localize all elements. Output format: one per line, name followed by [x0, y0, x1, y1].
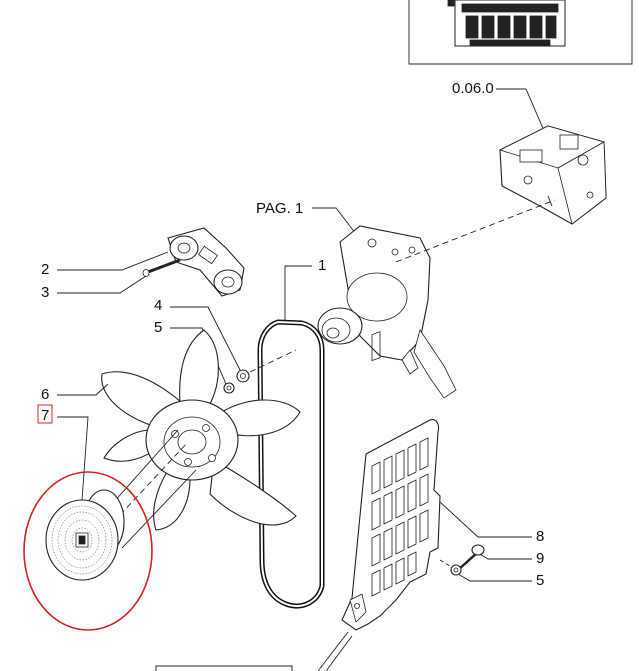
callout-label-6: 6 — [41, 386, 49, 403]
callout-9[interactable]: 9 — [479, 550, 544, 567]
callout-label-3: 3 — [41, 284, 49, 301]
callout-6[interactable]: 6 — [41, 383, 109, 403]
viscous-fan-coupling — [45, 429, 197, 581]
belt-tensioner — [167, 227, 245, 297]
callout-8[interactable]: 8 — [439, 501, 544, 545]
engine-reference-inset[interactable] — [408, 0, 633, 65]
callout-label-pag-1: PAG. 1 — [256, 200, 303, 217]
radiator-grille — [341, 331, 441, 631]
fan-bolts — [223, 349, 297, 394]
callout-3[interactable]: 3 — [41, 275, 147, 301]
grille-bolts — [439, 544, 485, 576]
cooling-fan — [101, 329, 301, 531]
callout-2[interactable]: 2 — [41, 251, 169, 278]
bottom-reference-frame[interactable] — [155, 631, 353, 671]
callout-label-5-upper: 5 — [154, 319, 162, 336]
callout-1[interactable]: 1 — [284, 257, 326, 320]
drive-belt — [257, 319, 325, 609]
callout-label-2: 2 — [41, 261, 49, 278]
callout-label-0-06-0: 0.06.0 — [452, 80, 494, 97]
grille-slots — [371, 437, 429, 597]
callout-label-5-lower: 5 — [536, 572, 544, 589]
callout-5-lower[interactable]: 5 — [457, 572, 544, 589]
callout-label-8: 8 — [536, 528, 544, 545]
callout-0-06-0[interactable]: 0.06.0 — [452, 80, 549, 141]
callout-label-9: 9 — [536, 550, 544, 567]
callout-4[interactable]: 4 — [154, 297, 241, 371]
injection-pump — [498, 125, 607, 225]
callout-7-box — [37, 404, 53, 424]
callout-label-1: 1 — [318, 257, 326, 274]
callout-pag-1[interactable]: PAG. 1 — [256, 200, 357, 235]
callout-label-7: 7 — [41, 407, 49, 424]
callout-label-4: 4 — [154, 297, 162, 314]
callout-7[interactable]: 7 — [37, 404, 89, 501]
water-pump — [317, 199, 556, 399]
highlight-circle — [23, 471, 153, 631]
engine-thumbnail — [447, 0, 566, 47]
tensioner-bolt — [142, 258, 181, 277]
